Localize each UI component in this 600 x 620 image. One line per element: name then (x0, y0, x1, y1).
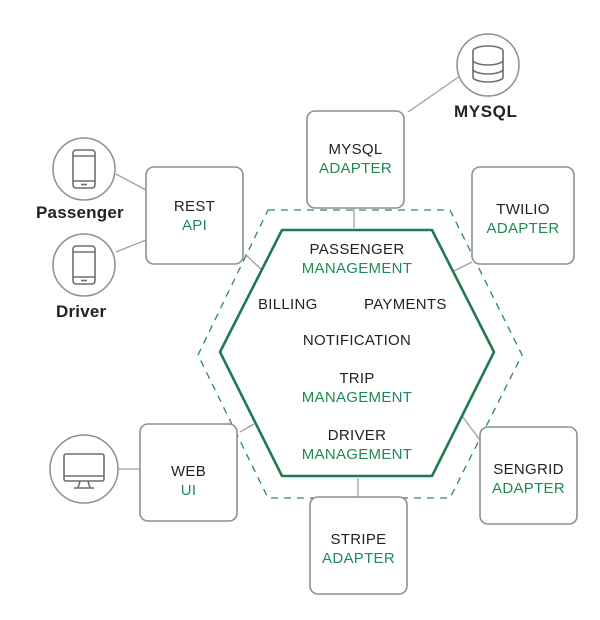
rest-api-text: REST API (146, 197, 243, 235)
trip-management-line1: TRIP (339, 370, 375, 387)
sengrid-adapter-line2: ADAPTER (492, 480, 565, 497)
driver-management-line1: DRIVER (327, 427, 387, 444)
rest-api-box (145, 166, 244, 265)
mysql-adapter-line1: MYSQL (328, 141, 383, 158)
stripe-adapter-text: STRIPE ADAPTER (310, 530, 407, 568)
stripe-adapter-line1: STRIPE (330, 531, 387, 548)
outer-dashed-hexagon (197, 209, 523, 499)
driver-management-text: DRIVER MANAGEMENT (257, 426, 457, 464)
desktop-monitor-icon (63, 453, 105, 489)
mysql-db-label: MYSQL (454, 102, 518, 121)
trip-management-line2: MANAGEMENT (301, 389, 413, 406)
connector-twilio-core (451, 261, 473, 273)
web-ui-line1: WEB (170, 463, 207, 480)
desktop-circle (49, 434, 119, 504)
driver-external (52, 233, 116, 297)
connector-web-core (239, 423, 255, 433)
connector-mysql-db (407, 75, 461, 113)
connector-passenger-rest (115, 173, 147, 191)
rest-api-line2: API (181, 217, 208, 234)
connector-sengrid-core (461, 415, 481, 441)
smartphone-icon (72, 245, 96, 285)
database-external (456, 33, 520, 97)
mysql-adapter-text: MYSQL ADAPTER (307, 140, 404, 178)
web-ui-box (139, 423, 238, 522)
mysql-adapter-line2: ADAPTER (319, 160, 392, 177)
rest-api-line1: REST (173, 198, 216, 215)
connector-driver-rest (115, 239, 147, 253)
passenger-management-line1: PASSENGER (309, 241, 405, 258)
billing-text: BILLING (258, 296, 318, 313)
driver-label: Driver (56, 302, 107, 321)
passenger-label: Passenger (36, 203, 124, 222)
notification-text: NOTIFICATION (302, 332, 412, 349)
passenger-management-line2: MANAGEMENT (301, 260, 413, 277)
trip-management-text: TRIP MANAGEMENT (257, 369, 457, 407)
database-icon (472, 45, 504, 83)
sengrid-adapter-line1: SENGRID (493, 461, 564, 478)
payments-text: PAYMENTS (364, 296, 447, 313)
sengrid-adapter-text: SENGRID ADAPTER (480, 460, 577, 498)
smartphone-icon (72, 149, 96, 189)
mysql-adapter-box (306, 110, 405, 209)
passenger-management-text: PASSENGER MANAGEMENT (257, 240, 457, 278)
sengrid-adapter-box (479, 426, 578, 525)
driver-circle (52, 233, 116, 297)
inner-core-hexagon (218, 228, 496, 478)
stripe-adapter-box (309, 496, 408, 595)
passenger-circle (52, 137, 116, 201)
web-ui-line2: UI (180, 482, 197, 499)
stripe-adapter-line2: ADAPTER (322, 550, 395, 567)
twilio-adapter-text: TWILIO ADAPTER (472, 200, 574, 238)
passenger-external (52, 137, 116, 201)
twilio-adapter-line2: ADAPTER (486, 220, 560, 237)
twilio-adapter-line1: TWILIO (496, 201, 550, 218)
twilio-adapter-box (471, 166, 575, 265)
desktop-external (49, 434, 119, 504)
web-ui-text: WEB UI (140, 462, 237, 500)
driver-management-line2: MANAGEMENT (301, 446, 413, 463)
